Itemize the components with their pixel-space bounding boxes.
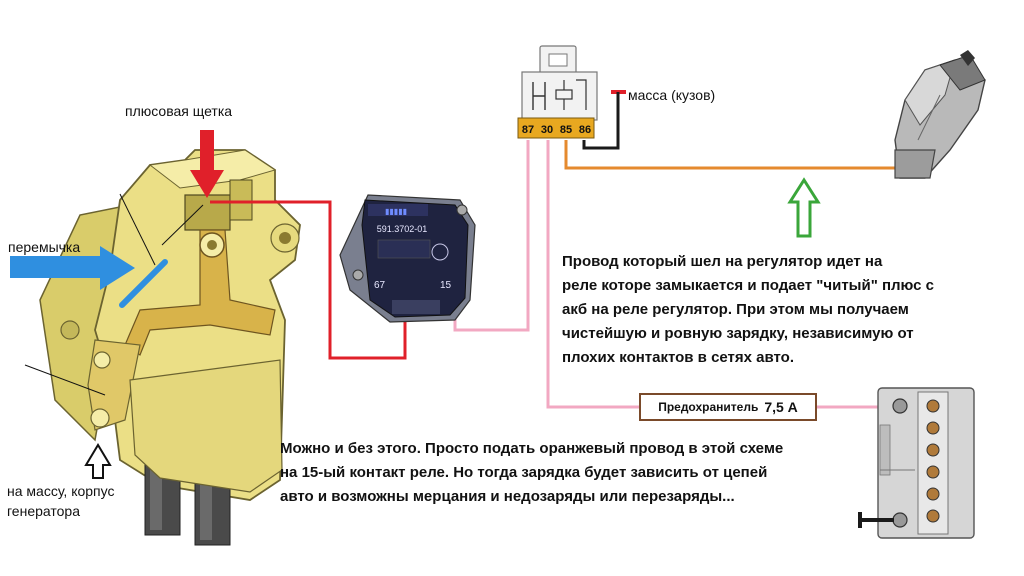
plus-brush-label: плюсовая щетка <box>125 103 233 119</box>
note-top-line: чистейшую и ровную зарядку, независимую … <box>562 325 914 342</box>
red-wire <box>210 200 407 360</box>
regulator-part-number: 591.3702-01 <box>377 224 428 234</box>
relay-pin-87: 87 <box>522 124 534 136</box>
ignition-switch <box>894 50 986 179</box>
note-top: Провод который шел на регулятор идет на … <box>562 250 934 370</box>
fuse-label: Предохранитель <box>658 400 759 414</box>
fuse: Предохранитель 7,5 А <box>639 393 817 421</box>
jumper-wire <box>119 259 168 308</box>
red-down-arrow-icon <box>190 130 224 198</box>
regulator-pin-67: 67 <box>374 280 386 291</box>
note-top-line: Провод который шел на регулятор идет на <box>562 253 883 270</box>
battery <box>877 387 975 539</box>
jumper-label: перемычка <box>8 239 81 255</box>
voltage-regulator: ▮▮▮▮▮ 591.3702-01 67 15 <box>339 194 476 323</box>
svg-text:▮▮▮▮▮: ▮▮▮▮▮ <box>385 207 407 216</box>
green-up-arrow-icon <box>787 177 821 238</box>
note-bottom: Можно и без этого. Просто подать оранжев… <box>280 437 783 509</box>
body-ground-label: масса (кузов) <box>628 87 716 103</box>
relay <box>517 45 598 139</box>
relay-pin-86: 86 <box>579 124 591 136</box>
pink-wire-regulator <box>453 140 530 332</box>
fuse-rating: 7,5 А <box>764 399 798 415</box>
relay-pin-30: 30 <box>541 124 553 136</box>
pointer-line <box>161 204 204 246</box>
blue-right-arrow-icon <box>10 246 135 290</box>
pointer-line <box>119 193 156 266</box>
ground-up-arrow-icon <box>84 443 112 479</box>
ground-label-line2: генератора <box>7 503 80 519</box>
note-top-line: реле которе замыкается и подает "читый" … <box>562 277 935 294</box>
note-bottom-line: Можно и без этого. Просто подать оранжев… <box>280 440 784 457</box>
pointer-line <box>24 364 106 396</box>
ground-label-line1: на массу, корпус <box>7 483 115 499</box>
note-top-line: акб на реле регулятор. При этом мы получ… <box>562 301 909 318</box>
ground-wire <box>582 100 620 150</box>
note-bottom-line: авто и возможны мерцания и недозаряды ил… <box>280 488 735 505</box>
pink-wire-battery <box>546 140 640 409</box>
orange-wire <box>564 140 895 170</box>
regulator-pin-15: 15 <box>440 280 452 291</box>
relay-pin-85: 85 <box>560 124 572 136</box>
note-bottom-line: на 15-ый контакт реле. Но тогда зарядка … <box>280 464 768 481</box>
note-top-line: плохих контактов в сетях авто. <box>562 349 795 366</box>
